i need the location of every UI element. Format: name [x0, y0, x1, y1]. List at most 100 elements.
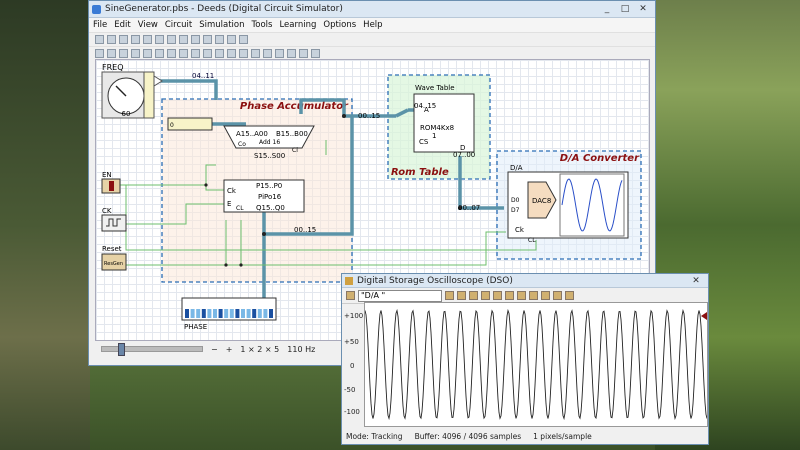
- freq-dial-needle: [115, 85, 127, 97]
- undo-icon[interactable]: [143, 35, 152, 44]
- new-icon[interactable]: [95, 35, 104, 44]
- register-ck: Ck: [227, 187, 237, 195]
- register-pipo16[interactable]: [223, 179, 305, 213]
- open-icon[interactable]: [107, 35, 116, 44]
- maximize-button[interactable]: □: [620, 4, 630, 14]
- y-tick-neg50: -50: [344, 386, 356, 394]
- wire-junctions: [204, 183, 243, 267]
- menu-simulation[interactable]: Simulation: [199, 20, 245, 30]
- menu-learning[interactable]: Learning: [279, 20, 317, 30]
- adder-icon[interactable]: [275, 49, 284, 58]
- and-gate-icon[interactable]: [95, 49, 104, 58]
- zoom-out-icon[interactable]: [203, 35, 212, 44]
- osc-plot-area[interactable]: [364, 302, 708, 427]
- osc-zoom-out-icon[interactable]: [493, 291, 502, 300]
- counter-icon[interactable]: [239, 49, 248, 58]
- osc-mode: Mode: Tracking: [346, 432, 403, 441]
- clock-source[interactable]: [101, 214, 127, 232]
- osc-folder-icon[interactable]: [553, 291, 562, 300]
- osc-save-icon[interactable]: [541, 291, 550, 300]
- menu-edit[interactable]: Edit: [114, 20, 131, 30]
- dac-chip: [527, 181, 557, 219]
- phase-bit-led: [252, 309, 257, 318]
- y-tick-100: +100: [344, 312, 364, 320]
- osc-fit-icon[interactable]: [517, 291, 526, 300]
- osc-channel-select[interactable]: "D/A ": [358, 289, 442, 302]
- adder-a-label: A15..A00: [236, 130, 268, 138]
- title-bar[interactable]: SineGenerator.pbs - Deeds (Digital Circu…: [89, 1, 655, 18]
- or-gate-icon[interactable]: [107, 49, 116, 58]
- not-gate-icon[interactable]: [119, 49, 128, 58]
- rom-name: ROM4Kx8: [420, 124, 454, 132]
- register-p-label: P15..P0: [256, 182, 282, 190]
- freq-bits: [143, 71, 155, 119]
- bus-rom-out-label: 07..00: [453, 151, 475, 159]
- osc-zoom-icon[interactable]: [469, 291, 478, 300]
- minimize-button[interactable]: _: [604, 4, 610, 14]
- osc-refresh-icon[interactable]: [565, 291, 574, 300]
- cut-icon[interactable]: [155, 35, 164, 44]
- osc-trigger-marker: [701, 312, 707, 320]
- phase-bit-led: [185, 309, 189, 318]
- led-icon[interactable]: [203, 49, 212, 58]
- menu-view[interactable]: View: [137, 20, 158, 30]
- bus-icon[interactable]: [227, 49, 236, 58]
- input-icon[interactable]: [155, 49, 164, 58]
- speed-slider[interactable]: [101, 343, 203, 356]
- reset-label: Reset: [102, 245, 122, 253]
- zoom-out-button[interactable]: −: [211, 344, 218, 354]
- menu-options[interactable]: Options: [323, 20, 357, 30]
- close-button[interactable]: ✕: [639, 4, 647, 14]
- osc-export-icon[interactable]: [529, 291, 538, 300]
- bus-rom-in-label: 04..15: [414, 102, 436, 110]
- save-icon[interactable]: [119, 35, 128, 44]
- register-name: PiPo16: [258, 193, 282, 201]
- osc-title-bar[interactable]: Digital Storage Oscilloscope (DSO) ✕: [342, 274, 708, 288]
- display-icon[interactable]: [215, 49, 224, 58]
- print-icon[interactable]: [131, 35, 140, 44]
- flipflop-icon[interactable]: [143, 49, 152, 58]
- reset-gen-text: ResGen: [104, 261, 123, 267]
- menu-file[interactable]: File: [93, 20, 108, 30]
- text-icon[interactable]: [311, 49, 320, 58]
- osc-close-button[interactable]: ✕: [692, 275, 700, 286]
- output-icon[interactable]: [167, 49, 176, 58]
- zoom-in-button[interactable]: +: [225, 344, 233, 354]
- y-tick-50: +50: [344, 338, 359, 346]
- rom-d: D: [460, 144, 465, 152]
- speed-slider-thumb[interactable]: [118, 343, 125, 356]
- clock-icon: [106, 218, 121, 227]
- menu-circuit[interactable]: Circuit: [164, 20, 193, 30]
- register-icon[interactable]: [251, 49, 260, 58]
- osc-trigger-icon[interactable]: [445, 291, 454, 300]
- memory-icon[interactable]: [263, 49, 272, 58]
- reset-generator[interactable]: [101, 253, 127, 271]
- register-cl: CL: [236, 205, 244, 212]
- dac-ck: Ck: [515, 226, 525, 234]
- phase-bit-led: [196, 309, 201, 318]
- osc-settings-icon[interactable]: [346, 291, 355, 300]
- osc-cursor-icon[interactable]: [457, 291, 466, 300]
- rom-4kx8[interactable]: [413, 93, 475, 153]
- osc-pan-icon[interactable]: [505, 291, 514, 300]
- menu-help[interactable]: Help: [363, 20, 383, 30]
- osc-zoom-in-icon[interactable]: [481, 291, 490, 300]
- run-icon[interactable]: [227, 35, 236, 44]
- adder-16[interactable]: [223, 125, 315, 149]
- zoom-in-icon[interactable]: [191, 35, 200, 44]
- osc-status-bar: Mode: Tracking Buffer: 4096 / 4096 sampl…: [346, 432, 592, 441]
- phase-bit-led: [241, 309, 245, 318]
- clock-icon[interactable]: [191, 49, 200, 58]
- xor-gate-icon[interactable]: [131, 49, 140, 58]
- switch-icon[interactable]: [179, 49, 188, 58]
- decoder-icon[interactable]: [299, 49, 308, 58]
- mux-icon[interactable]: [287, 49, 296, 58]
- scale-selector[interactable]: 1 × 2 × 5: [240, 344, 280, 354]
- paste-icon[interactable]: [179, 35, 188, 44]
- step-icon[interactable]: [239, 35, 248, 44]
- bus-accum-label: 00..15: [358, 112, 380, 120]
- y-tick-0: 0: [350, 362, 355, 370]
- hand-icon[interactable]: [215, 35, 224, 44]
- menu-tools[interactable]: Tools: [251, 20, 273, 30]
- copy-icon[interactable]: [167, 35, 176, 44]
